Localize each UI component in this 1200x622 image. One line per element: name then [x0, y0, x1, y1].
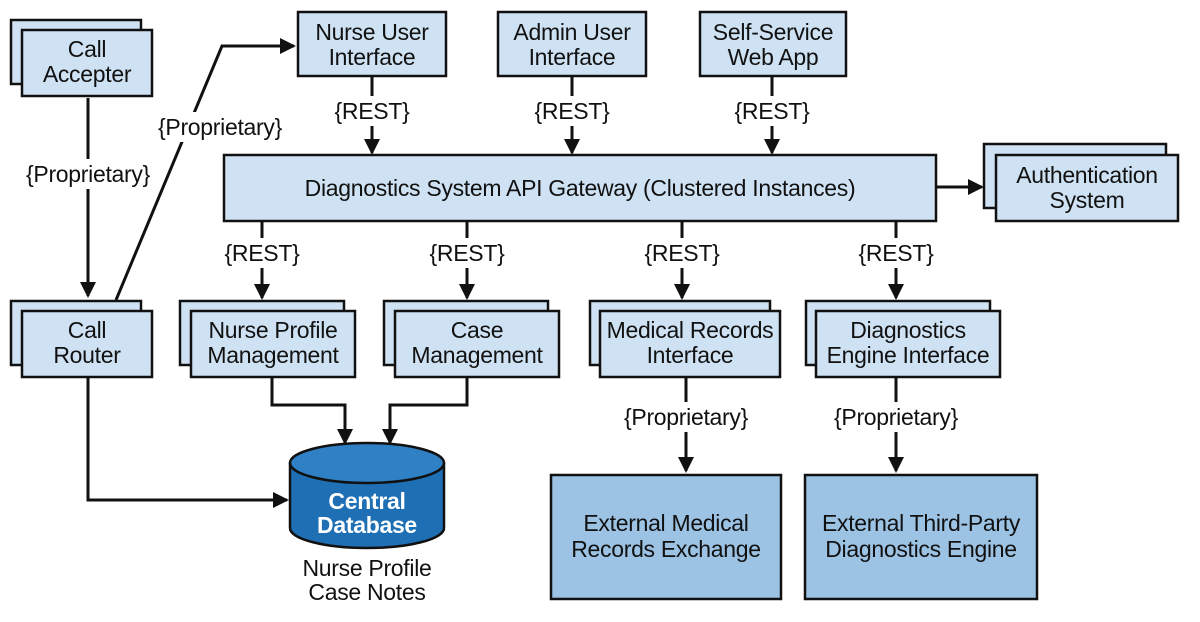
database-line2: Database: [317, 512, 417, 538]
db-caption-line1: Nurse Profile: [302, 555, 431, 581]
edge-label-rest-case-mgmt: {REST}: [430, 240, 506, 266]
edge-labels: {Proprietary} {Proprietary} {REST} {REST…: [16, 96, 968, 432]
node-self-service-web-app: Self-Service Web App: [698, 10, 848, 78]
edge-label-rest-nurse-profile: {REST}: [225, 240, 301, 266]
ext-med-line1: External Medical: [583, 510, 748, 536]
node-central-database: Central Database: [288, 441, 446, 550]
self-service-line1: Self-Service: [713, 19, 833, 45]
node-admin-user-interface: Admin User Interface: [496, 10, 648, 78]
call-router-line2: Router: [53, 342, 121, 368]
node-authentication-system: Authentication System: [982, 142, 1180, 223]
ext-diag-line2: Diagnostics Engine: [825, 536, 1017, 562]
nurse-ui-line2: Interface: [329, 44, 416, 70]
auth-line2: System: [1050, 187, 1125, 213]
database-line1: Central: [328, 488, 405, 514]
diag-engine-if-line2: Engine Interface: [827, 342, 990, 368]
call-accepter-line1: Call: [68, 36, 106, 62]
edge-case-mgmt-db: [382, 378, 469, 445]
edge-label-proprietary-accepter: {Proprietary}: [26, 161, 151, 187]
edge-router-nurse-ui: [114, 38, 296, 301]
case-mgmt-line1: Case: [451, 317, 504, 343]
nurse-profile-line1: Nurse Profile: [208, 317, 337, 343]
admin-ui-line2: Interface: [529, 44, 616, 70]
nurse-profile-line2: Management: [207, 342, 339, 368]
node-external-medical-records-exchange: External Medical Records Exchange: [549, 473, 783, 601]
node-nurse-user-interface: Nurse User Interface: [296, 10, 448, 78]
db-caption-line2: Case Notes: [308, 579, 425, 605]
ext-diag-line1: External Third-Party: [822, 510, 1021, 536]
admin-ui-line1: Admin User: [513, 19, 631, 45]
self-service-line2: Web App: [728, 44, 819, 70]
edge-label-rest-admin-ui: {REST}: [535, 98, 611, 124]
database-cylinder-top: [288, 441, 446, 485]
edge-label-rest-nurse-ui: {REST}: [335, 98, 411, 124]
med-records-if-line2: Interface: [647, 342, 734, 368]
ext-med-line2: Records Exchange: [571, 536, 761, 562]
edge-nurse-profile-db: [270, 378, 353, 445]
node-call-accepter: Call Accepter: [9, 18, 154, 98]
med-records-if-line1: Medical Records: [607, 317, 774, 343]
edge-label-proprietary-diag-engine: {Proprietary}: [834, 404, 959, 430]
edge-label-proprietary-router: {Proprietary}: [158, 114, 283, 140]
edge-label-rest-med-records: {REST}: [645, 240, 721, 266]
nurse-ui-line1: Nurse User: [315, 19, 429, 45]
node-case-management: Case Management: [382, 299, 561, 379]
case-mgmt-line2: Management: [411, 342, 543, 368]
node-call-router: Call Router: [9, 299, 154, 379]
call-router-line1: Call: [68, 317, 106, 343]
node-external-diagnostics-engine: External Third-Party Diagnostics Engine: [803, 473, 1039, 601]
edge-label-rest-diag-engine: {REST}: [859, 240, 935, 266]
auth-line1: Authentication: [1016, 162, 1158, 188]
node-diagnostics-engine-interface: Diagnostics Engine Interface: [804, 299, 1002, 379]
node-medical-records-interface: Medical Records Interface: [588, 299, 782, 379]
call-accepter-line2: Accepter: [43, 61, 132, 87]
node-api-gateway: Diagnostics System API Gateway (Clustere…: [222, 153, 938, 223]
edge-label-rest-self-service: {REST}: [735, 98, 811, 124]
diag-engine-if-line1: Diagnostics: [850, 317, 966, 343]
edge-label-proprietary-med-records: {Proprietary}: [624, 404, 749, 430]
gateway-label: Diagnostics System API Gateway (Clustere…: [305, 175, 856, 201]
edge-router-db: [86, 378, 289, 508]
node-nurse-profile-management: Nurse Profile Management: [178, 299, 357, 379]
database-caption: Nurse Profile Case Notes: [302, 555, 431, 605]
database-cylinder-body: [288, 461, 446, 550]
